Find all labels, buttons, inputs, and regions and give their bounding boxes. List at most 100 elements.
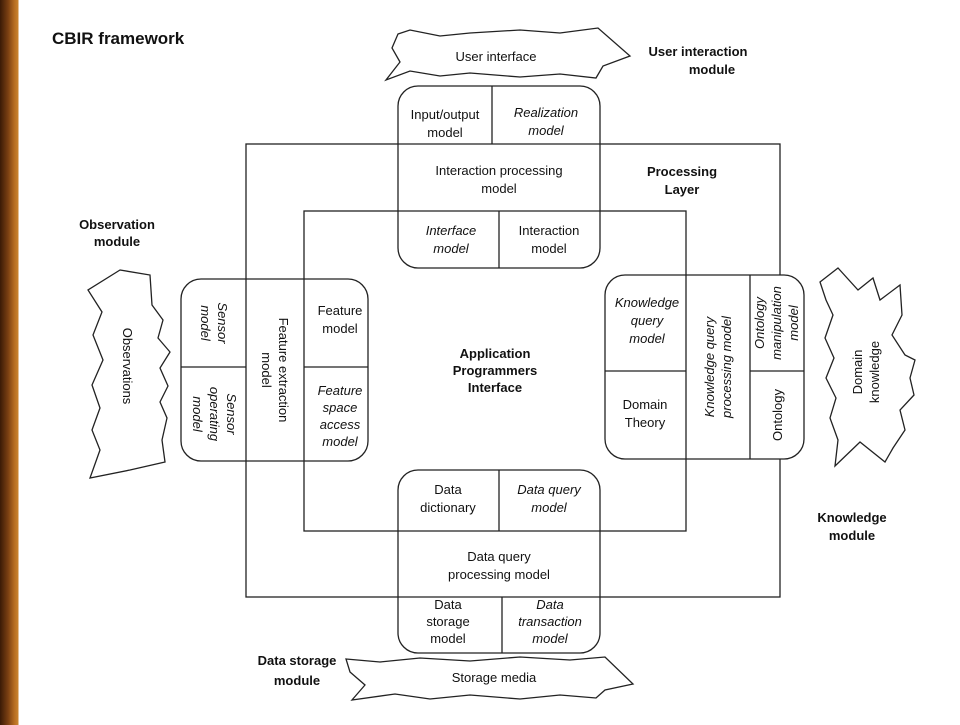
svg-text:Knowledge: Knowledge [817, 510, 886, 525]
svg-text:dictionary: dictionary [420, 500, 476, 515]
diagram-stage: CBIR framework User interaction module P… [19, 0, 960, 720]
svg-text:model: model [322, 434, 359, 449]
svg-text:model: model [786, 304, 801, 341]
svg-text:query: query [631, 313, 665, 328]
svg-text:Realization: Realization [514, 105, 578, 120]
user-interaction-module-label: User interaction module [649, 44, 748, 77]
svg-text:Feature: Feature [318, 383, 363, 398]
storage-media-shape: Storage media [345, 656, 635, 701]
data-query-processing-model: Data query processing model [448, 549, 550, 582]
svg-text:model: model [322, 321, 358, 336]
svg-text:model: model [198, 305, 213, 342]
svg-text:Application: Application [460, 346, 531, 361]
svg-text:Feature extraction: Feature extraction [276, 318, 291, 423]
svg-text:Ontology: Ontology [770, 388, 785, 441]
svg-text:model: model [433, 241, 470, 256]
realization-model: Realization model [514, 105, 578, 138]
svg-text:Knowledge: Knowledge [615, 295, 679, 310]
user-interface-shape: User interface [384, 27, 632, 82]
svg-text:Data: Data [434, 597, 462, 612]
svg-text:Input/output: Input/output [411, 107, 480, 122]
svg-text:model: model [430, 631, 466, 646]
data-storage-model: Data storage model [426, 597, 469, 646]
svg-text:model: model [190, 396, 205, 433]
svg-text:model: model [531, 500, 568, 515]
observations-shape: Observations [87, 269, 171, 479]
svg-text:Domain: Domain [850, 350, 865, 395]
svg-text:Theory: Theory [625, 415, 666, 430]
svg-text:model: model [629, 331, 666, 346]
svg-text:module: module [829, 528, 875, 543]
sensor-model: Sensor model [198, 302, 230, 344]
sensor-operating-model: Sensor operating model [190, 387, 239, 442]
data-storage-module-label: Data storage module [258, 653, 337, 688]
svg-text:Interface: Interface [468, 380, 522, 395]
processing-layer-label: Processing Layer [647, 164, 717, 197]
svg-text:Sensor: Sensor [224, 393, 239, 435]
svg-text:Programmers: Programmers [453, 363, 538, 378]
knowledge-query-processing-model: Knowledge query processing model [702, 315, 734, 419]
ontology-manipulation-model: Ontology manipulation model [752, 286, 801, 360]
svg-text:storage: storage [426, 614, 469, 629]
svg-text:model: model [532, 631, 569, 646]
svg-text:manipulation: manipulation [769, 286, 784, 360]
api-label: Application Programmers Interface [453, 346, 538, 395]
observation-module-label: Observation module [79, 217, 155, 249]
ontology: Ontology [770, 388, 785, 441]
svg-text:Feature: Feature [318, 303, 363, 318]
svg-text:Storage media: Storage media [452, 670, 537, 685]
input-output-model: Input/output model [411, 107, 480, 140]
interaction-processing-model: Interaction processing model [435, 163, 562, 196]
svg-text:User interaction: User interaction [649, 44, 748, 59]
svg-text:operating: operating [207, 387, 222, 442]
svg-text:processing model: processing model [719, 315, 734, 419]
domain-theory: Domain Theory [623, 397, 668, 430]
interaction-model: Interaction model [519, 223, 580, 256]
svg-text:Layer: Layer [665, 182, 700, 197]
knowledge-module-label: Knowledge module [817, 510, 886, 543]
knowledge-query-model: Knowledge query model [615, 295, 679, 346]
interface-model: Interface model [426, 223, 477, 256]
data-storage-box: Data dictionary Data query model Data qu… [397, 469, 601, 654]
svg-text:Data query: Data query [517, 482, 582, 497]
diagram-title: CBIR framework [52, 29, 185, 48]
svg-text:Data: Data [434, 482, 462, 497]
svg-text:processing model: processing model [448, 567, 550, 582]
svg-text:Ontology: Ontology [752, 295, 767, 349]
svg-text:Domain: Domain [623, 397, 668, 412]
feature-extraction-model: Feature extraction model [259, 318, 291, 423]
svg-text:Observation: Observation [79, 217, 155, 232]
knowledge-box: Knowledge query model Domain Theory Know… [604, 274, 805, 460]
domain-knowledge-shape: Domain knowledge [819, 267, 916, 468]
svg-text:knowledge: knowledge [867, 341, 882, 403]
svg-text:Data query: Data query [467, 549, 531, 564]
observation-box: Sensor model Sensor operating model Feat… [180, 278, 369, 462]
svg-text:model: model [259, 352, 274, 388]
data-transaction-model: Data transaction model [518, 597, 582, 646]
svg-text:Knowledge query: Knowledge query [702, 315, 717, 417]
svg-text:module: module [94, 234, 140, 249]
user-interaction-box: Input/output model Realization model Int… [397, 85, 601, 269]
svg-text:model: model [481, 181, 517, 196]
svg-text:module: module [274, 673, 320, 688]
svg-text:access: access [320, 417, 361, 432]
feature-model: Feature model [318, 303, 363, 336]
svg-text:model: model [427, 125, 463, 140]
svg-text:model: model [528, 123, 565, 138]
svg-text:Interaction: Interaction [519, 223, 580, 238]
svg-text:User interface: User interface [456, 49, 537, 64]
svg-text:space: space [323, 400, 358, 415]
cbir-diagram: CBIR framework User interaction module P… [52, 27, 916, 701]
svg-text:Processing: Processing [647, 164, 717, 179]
feature-space-access-model: Feature space access model [318, 383, 363, 449]
svg-text:Interface: Interface [426, 223, 477, 238]
svg-text:Observations: Observations [120, 328, 135, 405]
data-query-model: Data query model [517, 482, 582, 515]
svg-text:module: module [689, 62, 735, 77]
svg-text:Data: Data [536, 597, 563, 612]
svg-text:Data storage: Data storage [258, 653, 337, 668]
svg-text:Sensor: Sensor [215, 302, 230, 344]
data-dictionary: Data dictionary [420, 482, 476, 515]
svg-text:Interaction processing: Interaction processing [435, 163, 562, 178]
svg-text:model: model [531, 241, 567, 256]
